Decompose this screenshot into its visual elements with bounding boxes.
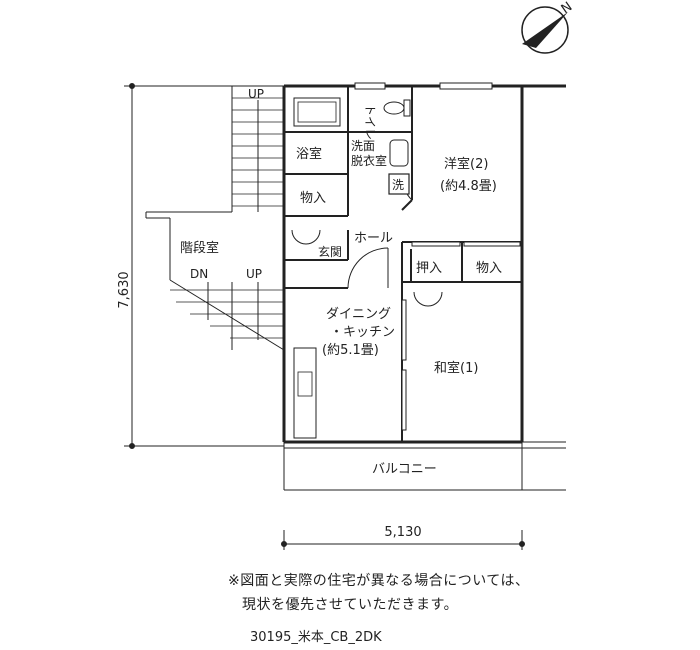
room-hall-label: ホール xyxy=(354,231,393,246)
toilet-bowl xyxy=(383,101,405,115)
stair-up-top-label: UP xyxy=(248,87,264,101)
bathtub-inner xyxy=(297,101,337,123)
room-stair-label: 階段室 xyxy=(180,240,219,256)
kitchen-sink xyxy=(297,371,313,397)
room-storage-right-label: 物入 xyxy=(476,261,502,276)
toilet-tank xyxy=(403,99,411,117)
stair-treads xyxy=(170,97,284,339)
compass: N xyxy=(521,0,575,54)
room-toilet-label: トイレ xyxy=(363,104,377,140)
room-dining-label-3: (約5.1畳) xyxy=(322,343,379,358)
compass-circle xyxy=(521,6,569,54)
stair-up-bottom-label: UP xyxy=(246,267,262,281)
staircase xyxy=(145,85,285,351)
washer-box xyxy=(388,173,410,195)
room-japanese-label: 和室(1) xyxy=(434,360,478,376)
room-western-label-2: (約4.8畳) xyxy=(440,179,497,194)
room-bath-label: 浴室 xyxy=(296,146,322,162)
room-entrance-label: 玄関 xyxy=(318,244,342,259)
room-oshiire-label: 押入 xyxy=(416,261,442,276)
room-washroom-label-2: 脱衣室 xyxy=(351,153,387,168)
balcony xyxy=(283,442,566,491)
washer-label: 洗 xyxy=(392,178,404,192)
disclaimer-line-1: ※図面と実際の住宅が異なる場合については、 xyxy=(228,573,530,589)
room-washroom-label-1: 洗面 xyxy=(351,139,375,153)
kitchen-counter xyxy=(293,347,317,439)
plan-code: 30195_米本_CB_2DK xyxy=(250,630,382,645)
washbasin xyxy=(389,139,409,167)
windows-top xyxy=(354,82,493,90)
room-western-label-1: 洋室(2) xyxy=(444,156,488,172)
dimension-width xyxy=(281,530,525,550)
dimension-height xyxy=(124,83,284,449)
compass-needle xyxy=(522,12,568,48)
room-storage-left-label: 物入 xyxy=(300,191,326,206)
room-dining-label-1: ダイニング xyxy=(326,307,391,322)
room-dining-label-2: ・キッチン xyxy=(330,325,395,340)
stair-dn-label: DN xyxy=(190,267,208,281)
dimension-width-label: 5,130 xyxy=(384,525,421,540)
sliding-doors xyxy=(401,241,521,431)
room-balcony-label: バルコニー xyxy=(372,462,437,477)
disclaimer-line-2: 現状を優先させていただきます。 xyxy=(242,597,459,613)
bathtub xyxy=(293,97,341,127)
dimension-height-label: 7,630 xyxy=(117,271,132,308)
